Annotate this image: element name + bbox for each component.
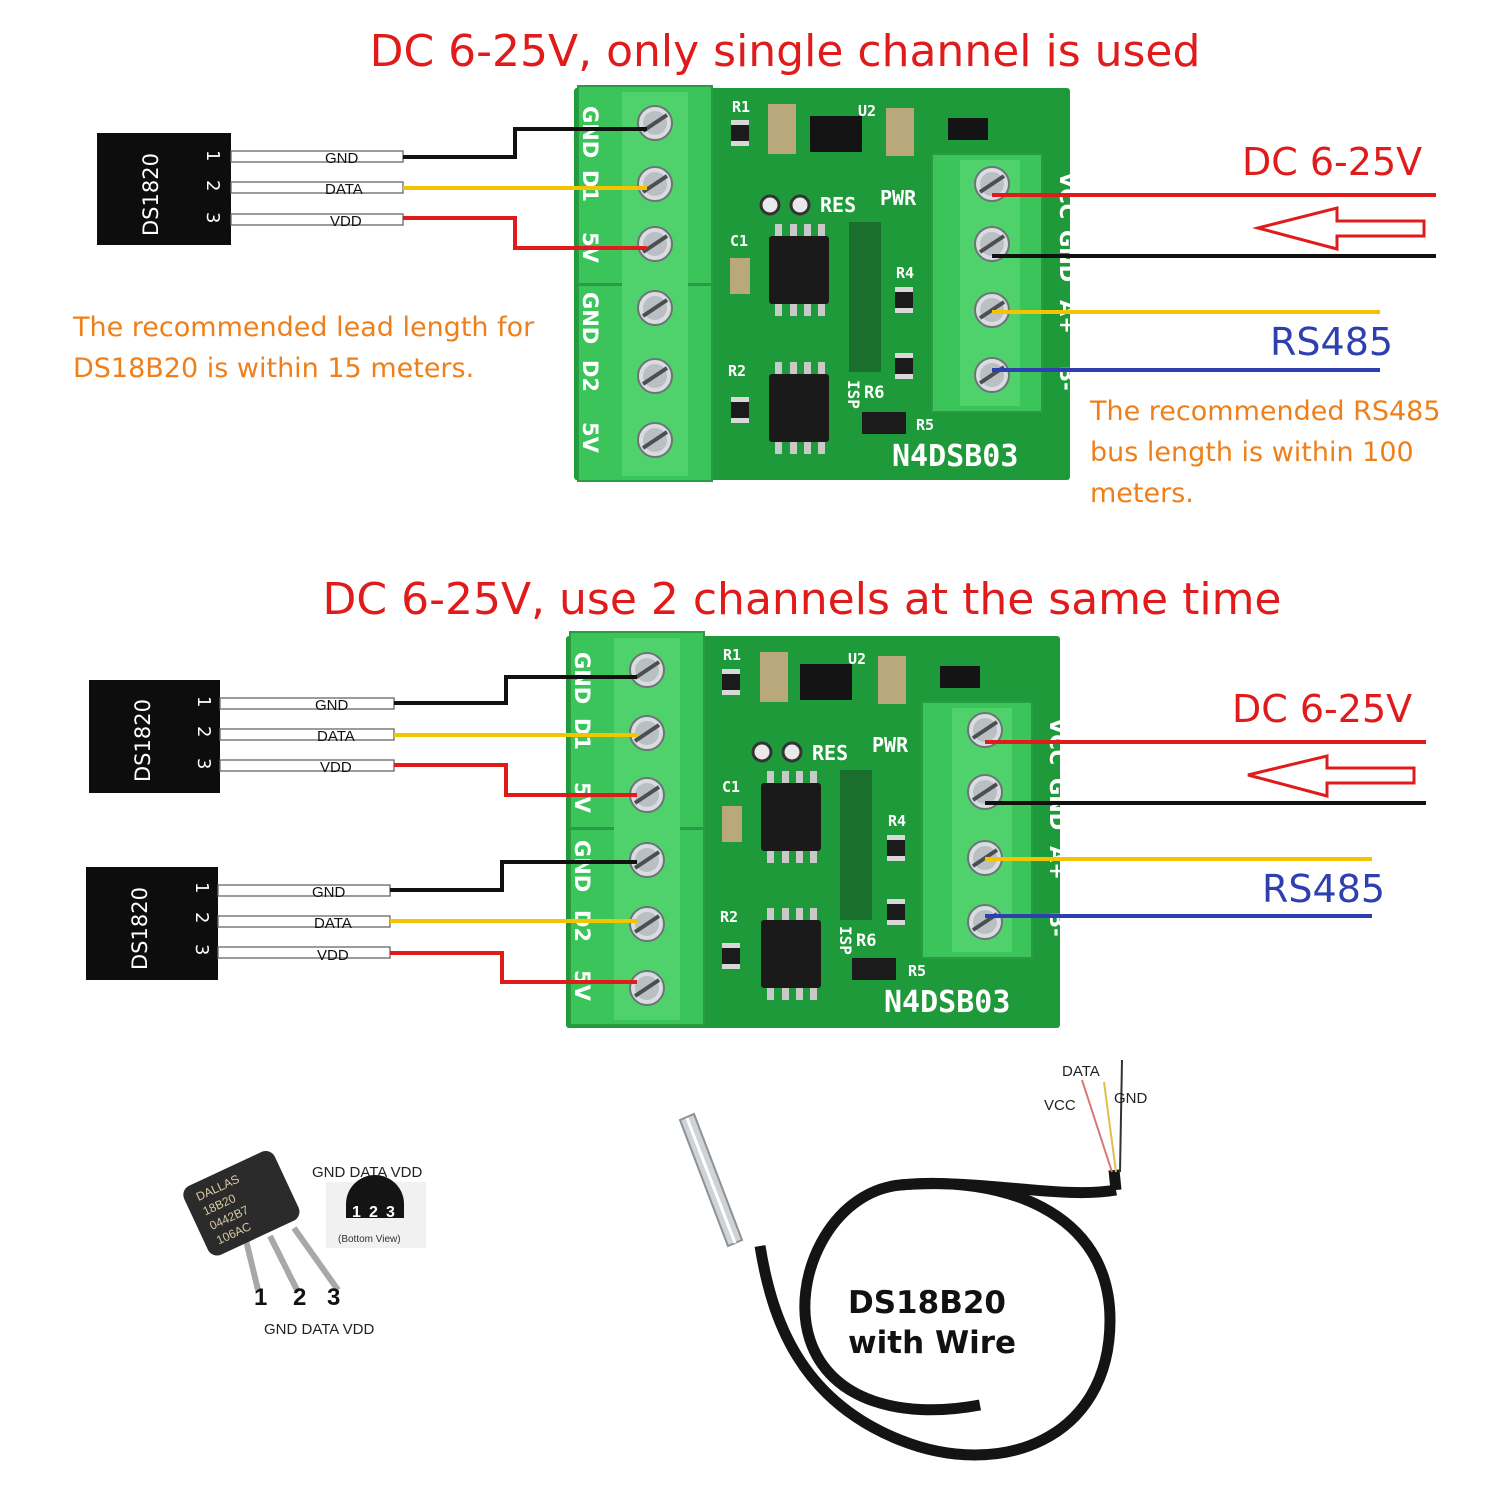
svg-text:U2: U2 <box>848 650 866 668</box>
lead-label-data: DATA <box>314 915 352 932</box>
sensor-chip: DS1820 1 2 3 <box>86 867 218 980</box>
probe-wire-label-data: DATA <box>1062 1063 1100 1080</box>
wire-vdd <box>394 763 637 797</box>
svg-text:R4: R4 <box>888 812 906 830</box>
probe-wire-label-gnd: GND <box>1114 1090 1148 1107</box>
sensor-leads <box>217 884 391 959</box>
svg-text:U2: U2 <box>858 102 876 120</box>
power-label: DC 6-25V <box>1232 687 1412 731</box>
svg-text:RES: RES <box>812 741 848 765</box>
svg-text:R1: R1 <box>732 98 750 116</box>
svg-text:R1: R1 <box>723 646 741 664</box>
wire-gnd <box>394 675 637 705</box>
power-arrow-icon <box>1252 206 1426 251</box>
svg-text:R5: R5 <box>916 416 934 434</box>
svg-text:R5: R5 <box>908 962 926 980</box>
probe-wire-label-vcc: VCC <box>1044 1097 1076 1114</box>
svg-text:5V: 5V <box>570 970 594 1002</box>
probe-sleeve <box>678 1112 744 1248</box>
svg-text:GND: GND <box>570 840 594 892</box>
svg-text:(Bottom View): (Bottom View) <box>338 1234 401 1245</box>
svg-text:3: 3 <box>386 1204 395 1221</box>
rs485-label: RS485 <box>1262 867 1385 911</box>
svg-text:N4DSB03: N4DSB03 <box>892 439 1018 474</box>
lead-label-vdd: VDD <box>330 213 362 230</box>
svg-text:ISP: ISP <box>844 380 863 409</box>
probe-caption-line2: with Wire <box>848 1325 1016 1361</box>
svg-text:ISP: ISP <box>836 926 855 955</box>
pinout-top-label: GND DATA VDD <box>312 1164 422 1181</box>
svg-text:R6: R6 <box>856 931 876 951</box>
svg-text:3: 3 <box>202 212 223 223</box>
svg-text:5V: 5V <box>578 422 602 454</box>
lead-label-data: DATA <box>325 181 363 198</box>
svg-text:1: 1 <box>191 882 212 893</box>
svg-text:R4: R4 <box>896 264 914 282</box>
lead-label-vdd: VDD <box>320 759 352 776</box>
power-arrow-icon <box>1247 754 1416 798</box>
wire-vdd <box>390 951 637 984</box>
svg-text:DS1820: DS1820 <box>131 699 155 782</box>
svg-text:R6: R6 <box>864 383 884 403</box>
lead-label-vdd: VDD <box>317 947 349 964</box>
sensor-leads <box>219 697 395 772</box>
sensor-chip: DS1820 1 2 3 <box>89 680 220 793</box>
probe-cable <box>754 1059 1123 1461</box>
probe-caption-line1: DS18B20 <box>848 1285 1006 1321</box>
section1-title: DC 6-25V, only single channel is used <box>370 26 1201 77</box>
bus-length-note: The recommended RS485 bus length is with… <box>1089 396 1449 509</box>
svg-text:2: 2 <box>191 912 212 923</box>
svg-text:1: 1 <box>202 150 223 161</box>
svg-text:A+: A+ <box>1045 846 1069 880</box>
svg-text:D2: D2 <box>570 910 594 942</box>
svg-text:5V: 5V <box>570 782 594 814</box>
svg-text:R2: R2 <box>728 362 746 380</box>
svg-text:2: 2 <box>193 726 214 737</box>
power-label: DC 6-25V <box>1242 140 1422 184</box>
svg-text:2: 2 <box>202 180 223 191</box>
wire-gnd <box>390 860 637 892</box>
lead-label-gnd: GND <box>312 884 346 901</box>
svg-text:3: 3 <box>191 944 212 955</box>
svg-text:N4DSB03: N4DSB03 <box>884 985 1010 1020</box>
bottom-view-icon: 1 2 3 (Bottom View) <box>326 1175 426 1248</box>
rs485-label: RS485 <box>1270 320 1393 364</box>
svg-text:GND: GND <box>578 106 602 158</box>
wire-vdd <box>403 216 647 250</box>
svg-text:1: 1 <box>352 1204 361 1221</box>
svg-text:DS1820: DS1820 <box>139 153 163 236</box>
svg-text:C1: C1 <box>730 232 748 250</box>
svg-text:3: 3 <box>193 758 214 769</box>
sensor-lead-note: The recommended lead length for DS18B20 … <box>72 312 543 384</box>
sensor-leads <box>230 150 404 226</box>
n4dsb03-board: GND D1 5V GND D2 5V VCC GND A+ B- R1 U2 … <box>574 85 1079 482</box>
ds18b20-component: DALLAS 18B20 0442B7 106AC <box>183 1150 341 1294</box>
lead-label-gnd: GND <box>315 697 349 714</box>
pinout-bottom-label: GND DATA VDD <box>264 1321 374 1338</box>
svg-text:GND: GND <box>578 292 602 344</box>
sensor-chip: DS1820 1 2 3 <box>97 133 231 245</box>
svg-text:C1: C1 <box>722 778 740 796</box>
lead-label-data: DATA <box>317 728 355 745</box>
svg-text:A+: A+ <box>1055 300 1079 334</box>
svg-text:D2: D2 <box>578 360 602 392</box>
svg-text:2: 2 <box>369 1204 378 1221</box>
lead-label-gnd: GND <box>325 150 359 167</box>
n4dsb03-board: GND D1 5V GND D2 5V VCC GND A+ B- R1 U2 … <box>566 631 1069 1028</box>
leg-number-2: 2 <box>293 1284 306 1311</box>
wire-gnd <box>403 127 647 159</box>
svg-text:R2: R2 <box>720 908 738 926</box>
section2-title: DC 6-25V, use 2 channels at the same tim… <box>323 574 1282 625</box>
svg-text:PWR: PWR <box>880 186 917 210</box>
svg-text:PWR: PWR <box>872 733 909 757</box>
leg-number-3: 3 <box>327 1284 340 1311</box>
svg-text:DS1820: DS1820 <box>128 887 152 970</box>
svg-text:1: 1 <box>193 696 214 707</box>
svg-text:RES: RES <box>820 193 856 217</box>
leg-number-1: 1 <box>254 1284 267 1311</box>
